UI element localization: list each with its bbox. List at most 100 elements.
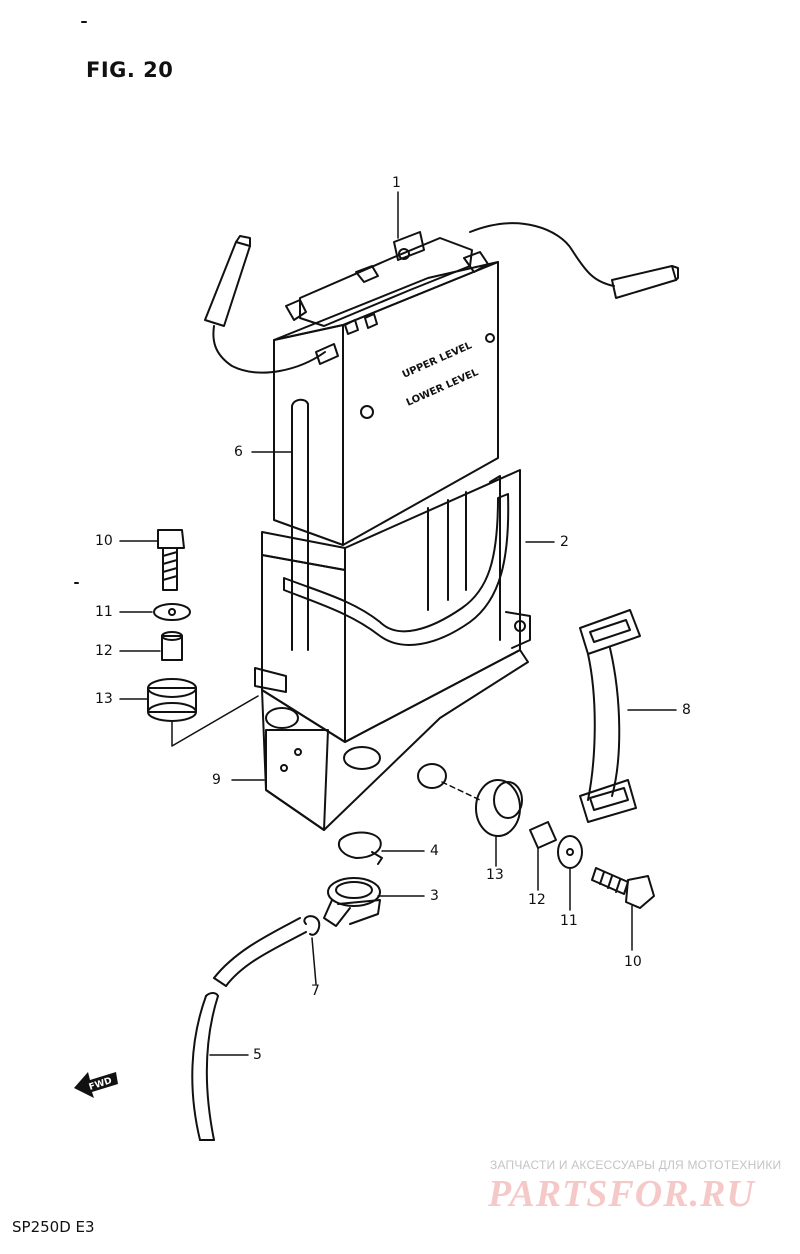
holder-rivet (294, 748, 302, 756)
breather-joint-cup-inner (335, 881, 373, 899)
battery-retainer-band (283, 493, 510, 646)
callout-6: 6 (234, 444, 243, 460)
forward-arrow-shape (74, 1072, 118, 1098)
callout-11-right: 11 (560, 913, 578, 929)
callout-3: 3 (430, 888, 439, 904)
bolt-shank (162, 547, 178, 591)
breather-joint-collar (337, 899, 381, 925)
battery-band (579, 609, 641, 823)
positive-lead-wire (212, 325, 326, 374)
watermark-logo: PARTSFOR.RU (488, 1173, 755, 1215)
callout-10-right: 10 (624, 954, 642, 970)
leader-lines (119, 191, 677, 1056)
washer-hole (566, 848, 574, 856)
assembly-line (441, 781, 481, 801)
breather-joint-spout (323, 899, 351, 927)
positive-lead (204, 235, 326, 374)
right-fastener-stack (441, 779, 655, 909)
battery-band-top-loop (579, 609, 641, 655)
bolt-head (625, 875, 655, 909)
leader-line (311, 937, 317, 985)
holder-tab (254, 667, 287, 693)
grommet-face (493, 781, 523, 819)
breather-joint-cup (327, 877, 381, 907)
washer (153, 603, 191, 621)
battery-terminal-cap (355, 265, 379, 283)
holder-grommet-hole (417, 763, 447, 789)
battery-holder-plate (265, 729, 329, 831)
callout-13-right: 13 (486, 867, 504, 883)
battery-case-inner-edge (489, 475, 501, 641)
callout-11-left: 11 (95, 604, 113, 620)
battery-band-bottom-slot (589, 787, 629, 811)
battery-band-bottom-loop (579, 779, 637, 823)
breather-pipe (291, 398, 309, 651)
callout-5: 5 (253, 1047, 262, 1063)
forward-arrow-icon: FWD (72, 1068, 120, 1103)
holder-mount-hole (343, 746, 381, 770)
callout-7: 7 (311, 983, 320, 999)
battery-case-ribs (427, 491, 467, 611)
battery-case (261, 469, 521, 743)
callout-2: 2 (560, 534, 569, 550)
battery-vent-hole (398, 248, 410, 260)
breather-hose-cut (199, 992, 219, 1141)
battery-vent-outlet (315, 343, 339, 365)
bolt-shank (591, 867, 629, 895)
callout-9: 9 (212, 772, 221, 788)
holder-mount-hole (265, 707, 299, 729)
bolt-head (157, 529, 185, 549)
hose-clamp (338, 831, 383, 865)
breather-hose-lower (191, 995, 219, 1141)
battery-case-side (261, 554, 346, 743)
battery-holder (254, 611, 531, 831)
battery-holder-flange (505, 611, 531, 649)
breather-hose-cut (213, 977, 227, 987)
negative-lead-wire (469, 222, 615, 287)
callout-1: 1 (392, 175, 401, 191)
washer (557, 835, 583, 869)
washer-hole (168, 608, 176, 616)
collar (529, 821, 557, 849)
battery-case-front (344, 469, 521, 743)
collar-top (161, 631, 183, 641)
callout-12-right: 12 (528, 892, 546, 908)
grommet-bottom (147, 702, 197, 722)
forward-arrow-label: FWD (88, 1076, 113, 1093)
collar (161, 635, 183, 661)
battery-case-left-rim (261, 531, 346, 571)
grommet-top (147, 678, 197, 698)
battery-brand-mark (360, 405, 374, 419)
negative-lead-tip (671, 265, 679, 281)
model-code: SP250D E3 (12, 1218, 95, 1236)
battery-vent-cap (393, 231, 425, 261)
grommet (147, 687, 197, 713)
battery-corner-mark (485, 333, 495, 343)
figure-title: FIG. 20 (86, 58, 174, 82)
negative-lead (469, 222, 679, 299)
watermark-caption: ЗАПЧАСТИ И АКСЕССУАРЫ ДЛЯ МОТОТЕХНИКИ (490, 1158, 782, 1172)
negative-lead-boot (611, 265, 677, 299)
callout-10-left: 10 (95, 533, 113, 549)
battery-holder-base (261, 649, 529, 831)
breather-joint (323, 877, 381, 927)
battery-top-face (273, 261, 499, 341)
breather-hose-upper (213, 917, 307, 987)
callout-8: 8 (682, 702, 691, 718)
holder-flange-hole (514, 620, 526, 632)
hose-clip (303, 915, 321, 936)
callout-12-left: 12 (95, 643, 113, 659)
assembly-line (171, 695, 259, 747)
battery-band-strap (587, 647, 621, 801)
breather-hose (191, 917, 307, 1141)
battery-band-top-slot (589, 619, 631, 643)
positive-lead-tip (235, 235, 251, 247)
positive-lead-boot (204, 241, 251, 327)
callout-13-left: 13 (95, 691, 113, 707)
holder-rivet (280, 764, 288, 772)
callout-4: 4 (430, 843, 439, 859)
battery-cell-caps (344, 313, 378, 335)
battery-terminal-left (285, 299, 307, 321)
battery-terminal-right (463, 251, 489, 273)
